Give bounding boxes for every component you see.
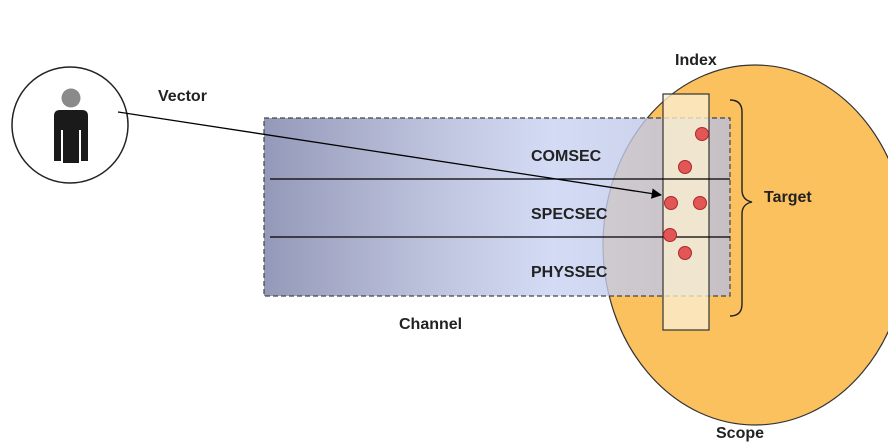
comsec-label: COMSEC <box>531 148 602 165</box>
scope-label: Scope <box>716 425 765 442</box>
channel-box <box>263 117 731 297</box>
physsec-label: PHYSSEC <box>531 264 608 281</box>
target-dot <box>664 196 678 210</box>
target-dots <box>663 127 709 260</box>
target-dot <box>695 127 709 141</box>
vector-label: Vector <box>158 88 207 105</box>
target-label: Target <box>764 189 812 206</box>
target-dot <box>678 246 692 260</box>
specsec-label: SPECSEC <box>531 206 608 223</box>
person-icon <box>54 88 88 163</box>
target-dot <box>678 160 692 174</box>
target-dot <box>663 228 677 242</box>
index-label: Index <box>675 52 717 69</box>
target-brace <box>729 99 753 317</box>
channel-label: Channel <box>399 316 463 333</box>
vector-arrow <box>117 111 663 199</box>
target-dot <box>693 196 707 210</box>
